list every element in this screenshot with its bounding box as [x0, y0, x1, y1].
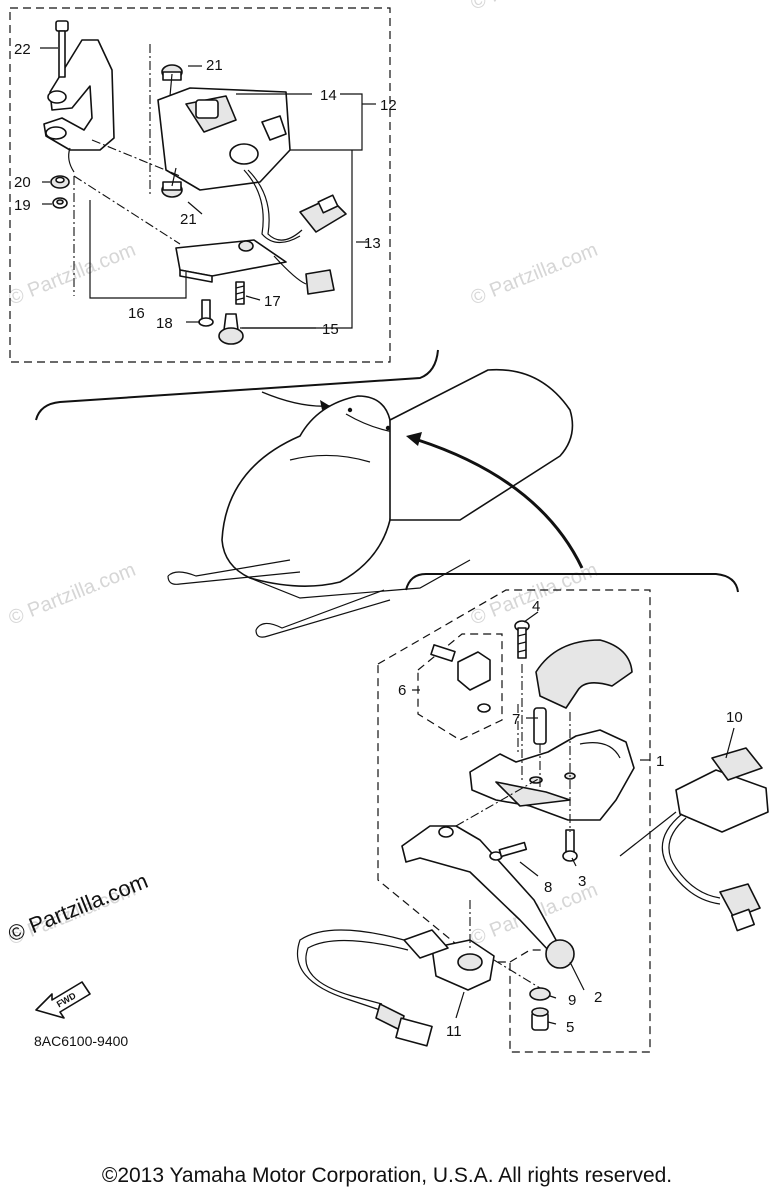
collar-7: [533, 707, 547, 745]
callout-7: 7: [512, 711, 520, 728]
screw-4: [514, 620, 530, 659]
callout-15: 15: [322, 321, 339, 338]
callout-8: 8: [544, 879, 552, 896]
screw-15: [218, 313, 244, 345]
callout-14: 14: [320, 87, 337, 104]
throttle-housing-1: [469, 729, 635, 821]
subassembly-frame-6: [417, 633, 503, 741]
screw-3: [562, 829, 578, 862]
watermark-text: © Partzilla.com: [6, 239, 139, 310]
callout-17: 17: [264, 293, 281, 310]
callout-10: 10: [726, 709, 743, 726]
washer-19: [52, 197, 68, 209]
throttle-lever-2: [401, 825, 575, 969]
watermark-text: © Partzilla.com: [6, 559, 139, 630]
screw-18: [198, 299, 214, 327]
fwd-arrow-icon: FWD: [35, 981, 91, 1019]
callout-22: 22: [14, 41, 31, 58]
watermark-large: © Partzilla.com: [5, 868, 152, 947]
callout-4: 4: [532, 598, 540, 615]
throttle-switch-11: [296, 929, 495, 1047]
callout-20: 20: [14, 174, 31, 191]
callout-11: 11: [446, 1023, 462, 1040]
housing-cover: [535, 639, 633, 709]
sensor-module-10: [619, 747, 769, 932]
watermark-text: © Partzilla.com: [468, 239, 601, 310]
callout-6: 6: [398, 682, 406, 699]
snowmobile-overview: [35, 349, 739, 638]
callout-16: 16: [128, 305, 145, 322]
watermark-text: © Partzilla.com: [468, 559, 601, 630]
assembly-frame: [377, 589, 651, 1053]
screw-8: [489, 841, 528, 861]
collar-5: [531, 1007, 549, 1031]
callout-2: 2: [594, 989, 602, 1006]
screw-17: [235, 281, 245, 305]
bolt-22: [55, 20, 69, 78]
nut-9: [529, 987, 551, 1001]
watermark-text: © Partzilla.com: [468, 0, 601, 15]
throttle-assembly: 4 6 7 10 1 3 8 2 9 5 11: [296, 589, 769, 1053]
callout-9: 9: [568, 992, 576, 1009]
callout-18: 18: [156, 315, 173, 332]
control-module-14: [157, 73, 347, 244]
callout-5: 5: [566, 1019, 574, 1036]
callout-21-bottom: 21: [180, 211, 197, 228]
copyright-notice: ©2013 Yamaha Motor Corporation, U.S.A. A…: [101, 1164, 673, 1187]
callout-19: 19: [14, 197, 31, 214]
callout-21-top: 21: [206, 57, 223, 74]
inset-frame: [9, 7, 391, 363]
nut-20: [50, 175, 70, 189]
mounting-bracket: [43, 39, 115, 173]
callout-12: 12: [380, 97, 397, 114]
diagram-code: 8AC6100-9400: [34, 1033, 128, 1049]
lever-stop-6: [430, 644, 491, 713]
callout-13: 13: [364, 235, 381, 252]
callout-3: 3: [578, 873, 586, 890]
bracket-16: [175, 239, 335, 295]
callout-1: 1: [656, 753, 664, 770]
upper-inset: 22 21 14 12 20 19 21 13 17 16 18 15: [9, 7, 397, 363]
